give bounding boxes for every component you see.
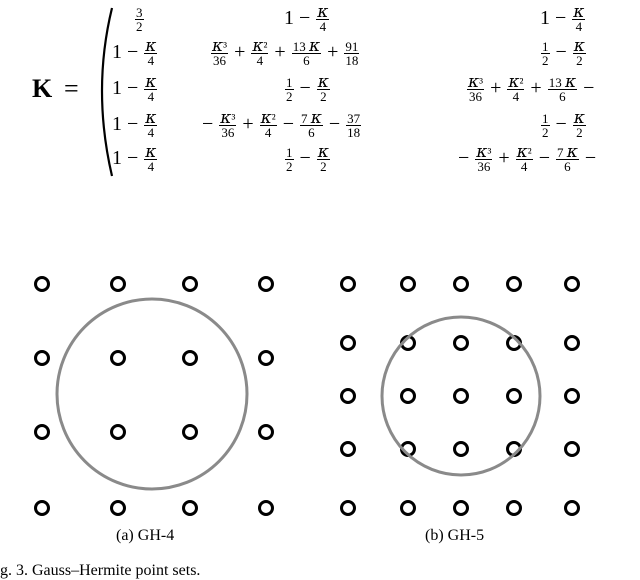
pts5-point <box>564 388 580 404</box>
pts5-point <box>400 500 416 516</box>
pts4-point <box>182 424 198 440</box>
pts5-point <box>506 388 522 404</box>
pts5-point <box>453 335 469 351</box>
gh5-caption: (b) GH-5 <box>425 527 485 544</box>
pts4-point <box>34 350 50 366</box>
pts5-point <box>400 388 416 404</box>
gh4-caption: (a) GH-4 <box>116 527 175 544</box>
pts5-point <box>340 441 356 457</box>
gh5-circle <box>380 315 542 477</box>
pts4-point <box>110 276 126 292</box>
pts4-point <box>110 500 126 516</box>
pts4-point <box>182 350 198 366</box>
pts5-point <box>453 276 469 292</box>
pts4-point <box>182 276 198 292</box>
pts5-point <box>340 335 356 351</box>
pts5-point <box>506 500 522 516</box>
pts5-point <box>453 441 469 457</box>
equals-sign: = <box>64 74 79 103</box>
pts4-point <box>258 276 274 292</box>
pts5-point <box>506 276 522 292</box>
pts4-point <box>258 424 274 440</box>
pts5-point <box>564 441 580 457</box>
gh5-points <box>340 276 580 516</box>
matrix-left-paren <box>100 7 114 177</box>
pts5-point <box>564 500 580 516</box>
pts5-point <box>453 388 469 404</box>
pts5-point <box>340 500 356 516</box>
pts5-point <box>400 276 416 292</box>
pts4-point <box>34 276 50 292</box>
pts5-point <box>340 388 356 404</box>
matrix-symbol: K <box>32 74 53 103</box>
pts5-point <box>340 276 356 292</box>
pts4-point <box>34 424 50 440</box>
pts4-point <box>258 350 274 366</box>
pts4-point <box>182 500 198 516</box>
figure-caption: g. 3. Gauss–Hermite point sets. <box>0 562 201 579</box>
pts4-point <box>110 424 126 440</box>
gh4-circle <box>55 297 249 491</box>
pts5-point <box>453 500 469 516</box>
gh4-points <box>34 276 274 516</box>
pts4-point <box>34 500 50 516</box>
pts4-point <box>258 500 274 516</box>
pts5-point <box>564 335 580 351</box>
pts4-point <box>110 350 126 366</box>
pts5-point <box>564 276 580 292</box>
